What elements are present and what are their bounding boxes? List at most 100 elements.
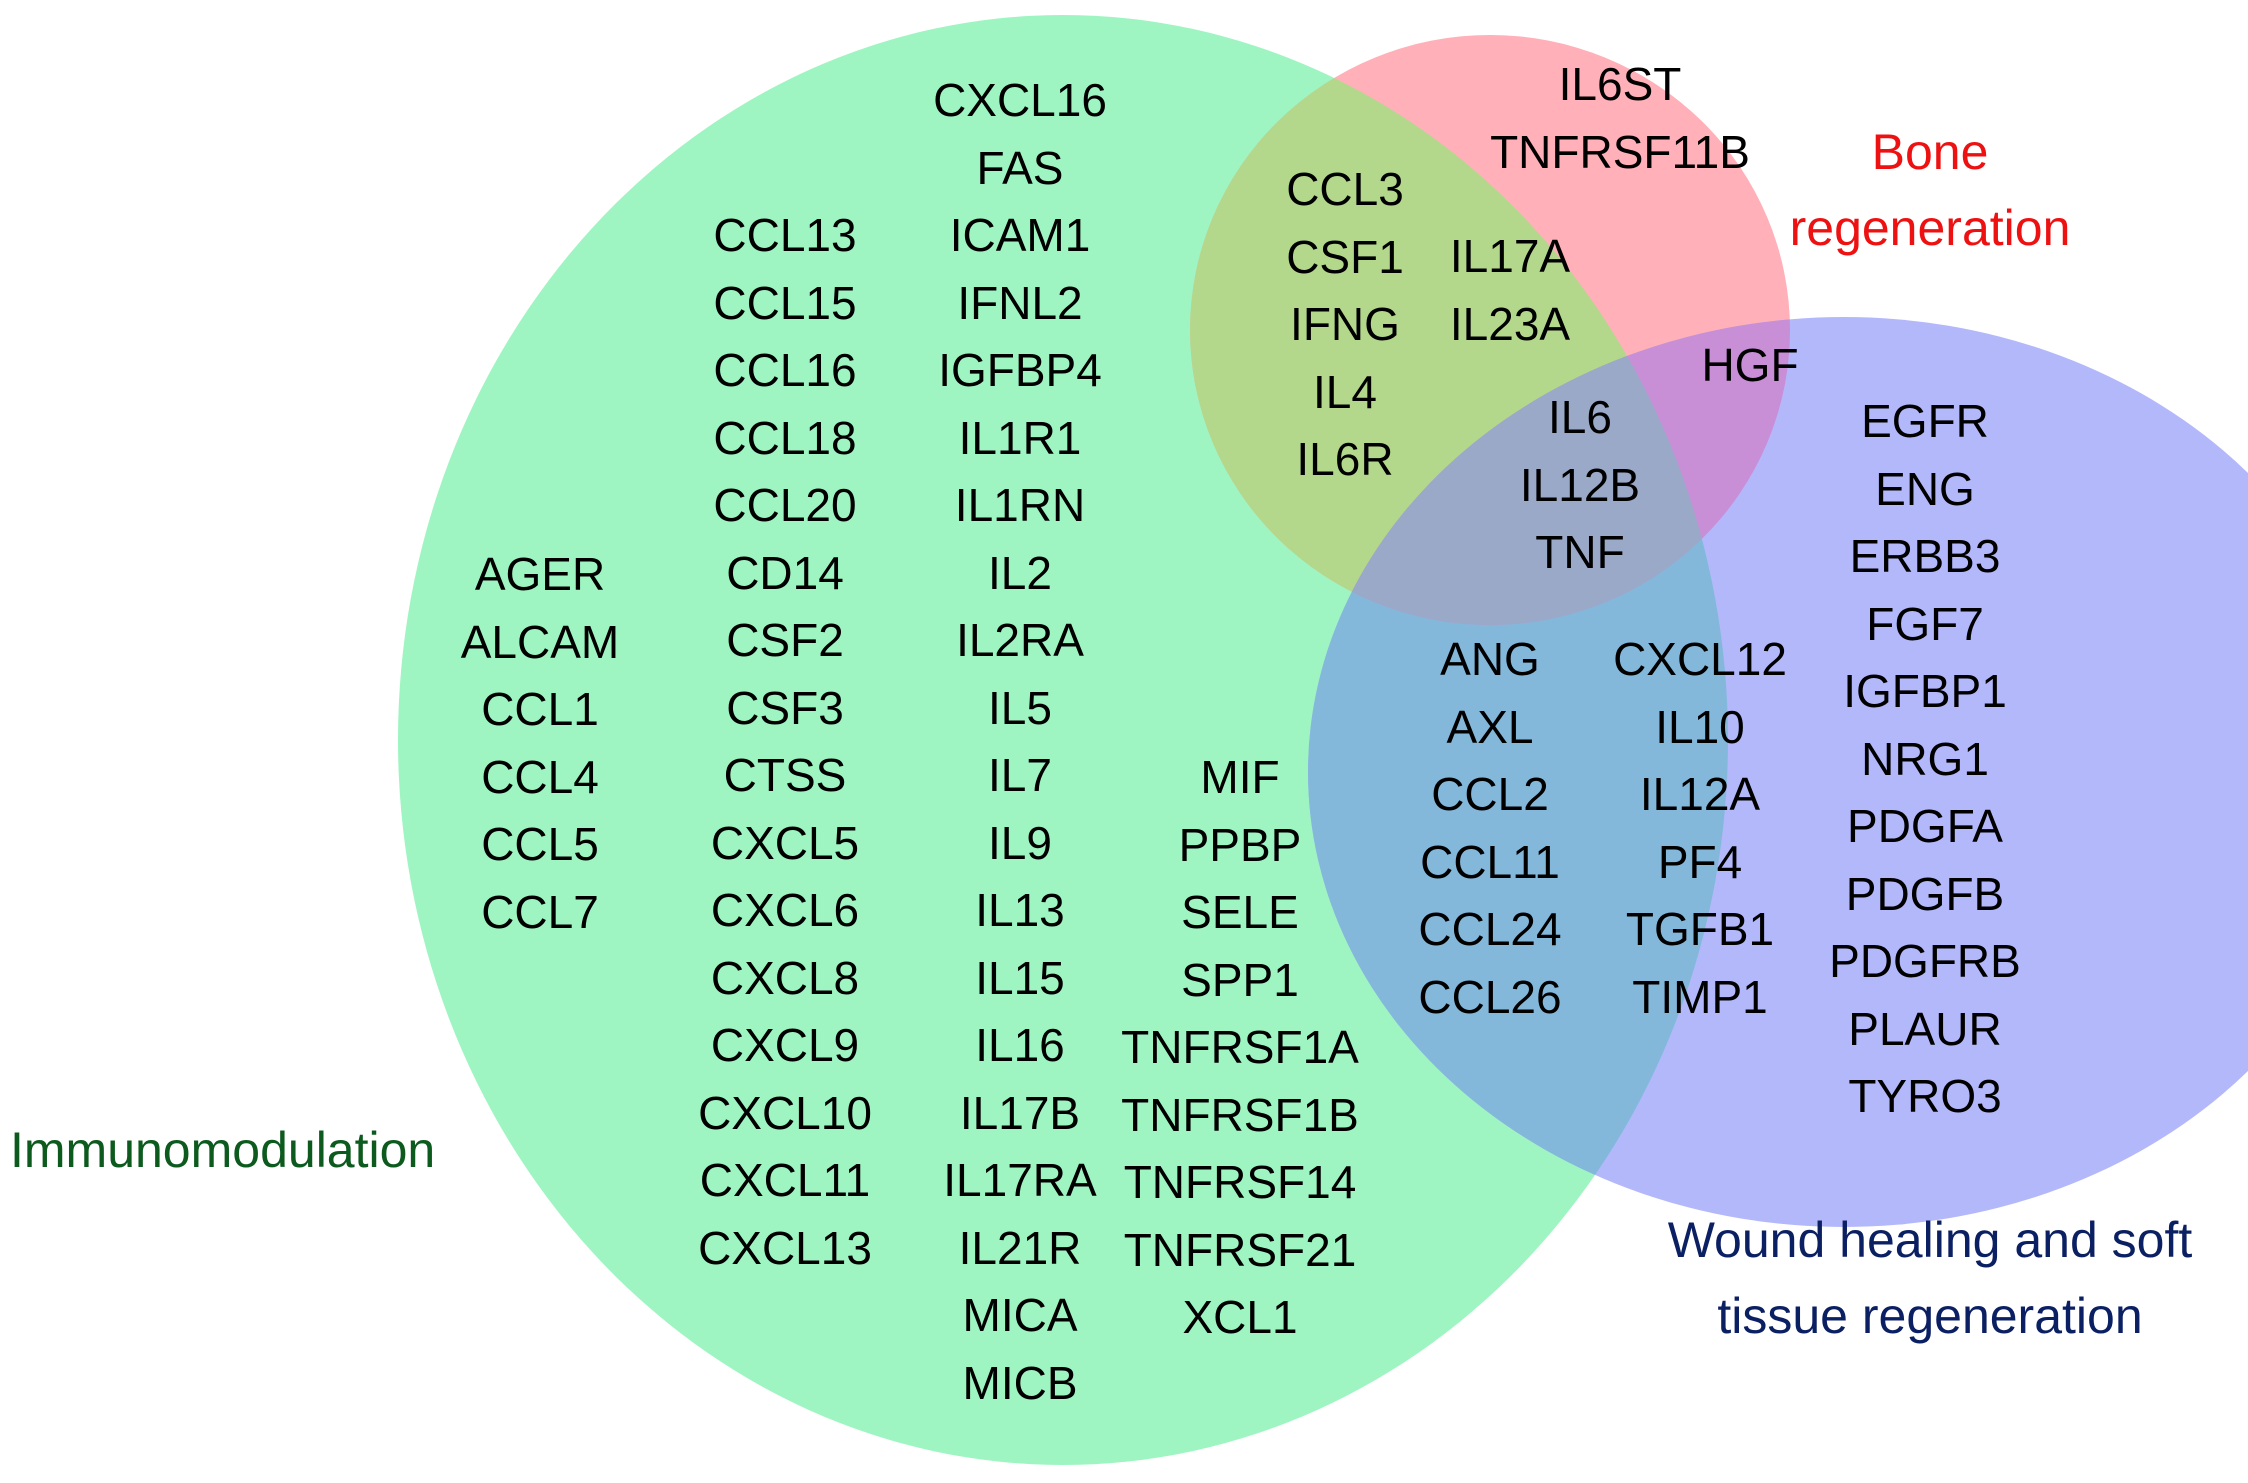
gene-label: TNFRSF1B: [1121, 1088, 1359, 1141]
gene-label: CSF2: [726, 614, 844, 666]
gene-label: CSF1: [1286, 230, 1404, 283]
gene-label: CXCL13: [698, 1221, 872, 1274]
gene-label: IL10: [1655, 700, 1745, 753]
gene-label: TNFRSF11B: [1490, 125, 1750, 178]
gene-label: CCL5: [481, 818, 599, 870]
gene-label: FAS: [976, 141, 1064, 194]
bone-regeneration-label: Bone regeneration: [1740, 114, 2120, 266]
gene-label: IL6: [1548, 391, 1612, 443]
gene-label: TIMP1: [1632, 970, 1768, 1023]
gene-label: MICA: [962, 1289, 1078, 1341]
bone-label-line-1: Bone: [1871, 124, 1989, 180]
gene-label: CCL18: [713, 411, 857, 464]
wound-healing-label: Wound healing and soft tissue regenerati…: [1620, 1202, 2240, 1354]
bone-wound-list: HGF: [1650, 332, 1850, 400]
gene-label: IL9: [988, 816, 1052, 869]
gene-label: CCL3: [1286, 163, 1404, 215]
gene-label: IL17RA: [943, 1154, 1097, 1206]
gene-label: IL2: [988, 546, 1052, 599]
gene-label: NRG1: [1861, 732, 1989, 785]
gene-label: IFNL2: [957, 276, 1083, 329]
gene-label: EGFR: [1861, 395, 1989, 447]
gene-label: PPBP: [1178, 818, 1302, 871]
gene-label: IGFBP1: [1843, 665, 2007, 717]
gene-label: CCL11: [1420, 835, 1560, 888]
gene-label: IL21R: [958, 1221, 1082, 1274]
gene-label: AGER: [474, 548, 606, 600]
gene-label: IL1RN: [954, 479, 1086, 531]
bone-only-list: IL6ST TNFRSF11B: [1470, 51, 1770, 186]
gene-label: ICAM1: [949, 209, 1091, 261]
gene-label: CXCL5: [710, 816, 860, 869]
gene-label: TGFB1: [1625, 903, 1775, 955]
gene-label: CCL15: [713, 276, 857, 329]
gene-label: IL13: [975, 884, 1065, 936]
immuno-bone-column-2: IL17A IL23A: [1410, 223, 1610, 358]
gene-label: MIF: [1200, 751, 1280, 803]
gene-label: CTSS: [723, 749, 847, 801]
gene-label: IL1R1: [958, 411, 1082, 464]
immunomodulation-label: Immunomodulation: [10, 1122, 436, 1178]
gene-label: PLAUR: [1848, 1002, 2002, 1055]
gene-label: CCL24: [1418, 903, 1562, 955]
gene-label: XCL1: [1182, 1291, 1298, 1343]
gene-label: IL17B: [959, 1086, 1081, 1139]
gene-label: PDGFRB: [1829, 935, 2021, 987]
gene-label: TYRO3: [1848, 1070, 2002, 1122]
gene-label: CXCL8: [710, 951, 860, 1004]
gene-label: CCL26: [1418, 970, 1562, 1023]
gene-label: IL15: [975, 951, 1065, 1004]
gene-label: CCL7: [481, 885, 599, 938]
gene-label: CCL16: [713, 344, 857, 396]
gene-label: IL23A: [1449, 297, 1571, 350]
wound-label-line-2: tissue regeneration: [1717, 1288, 2143, 1344]
gene-label: IL16: [975, 1019, 1065, 1071]
gene-label: IL7: [988, 749, 1052, 801]
gene-label: IL6ST: [1558, 58, 1682, 110]
gene-label: CSF3: [726, 681, 844, 734]
gene-label: PDGFB: [1845, 867, 2005, 920]
gene-label: CXCL16: [933, 74, 1107, 126]
gene-label: IL17A: [1449, 230, 1571, 282]
triple-overlap: [1308, 317, 1728, 625]
gene-label: ALCAM: [460, 615, 620, 668]
gene-label: TNFRSF1A: [1121, 1021, 1359, 1073]
gene-label: ERBB3: [1849, 530, 2001, 582]
gene-label: CCL1: [481, 683, 599, 735]
gene-label: TNF: [1535, 526, 1625, 578]
gene-label: CXCL11: [699, 1154, 871, 1206]
gene-label: CCL20: [713, 479, 857, 531]
gene-label: IL2RA: [956, 614, 1084, 666]
gene-label: SPP1: [1181, 953, 1299, 1006]
gene-label: ENG: [1875, 462, 1975, 515]
gene-label: CCL2: [1431, 768, 1549, 820]
gene-label: IL4: [1313, 365, 1377, 418]
gene-label: CXCL9: [710, 1019, 860, 1071]
gene-label: CXCL12: [1613, 633, 1787, 685]
wound-label-line-1: Wound healing and soft: [1667, 1212, 2193, 1268]
gene-label: IL12A: [1639, 768, 1761, 820]
gene-label: IL12B: [1519, 458, 1641, 511]
gene-label: CD14: [726, 546, 844, 599]
gene-label: IGFBP4: [938, 344, 1102, 396]
gene-label: CXCL10: [698, 1086, 872, 1139]
gene-label: IFNG: [1290, 298, 1400, 350]
gene-label: PF4: [1657, 835, 1743, 888]
gene-label: MICB: [962, 1356, 1078, 1409]
gene-label: SELE: [1181, 886, 1299, 938]
gene-label: TNFRSF21: [1123, 1223, 1357, 1276]
gene-label: AXL: [1446, 700, 1534, 753]
gene-label: ANG: [1440, 633, 1540, 685]
gene-label: TNFRSF14: [1123, 1156, 1357, 1208]
gene-label: IL6R: [1296, 433, 1394, 485]
gene-label: CXCL6: [710, 884, 860, 936]
